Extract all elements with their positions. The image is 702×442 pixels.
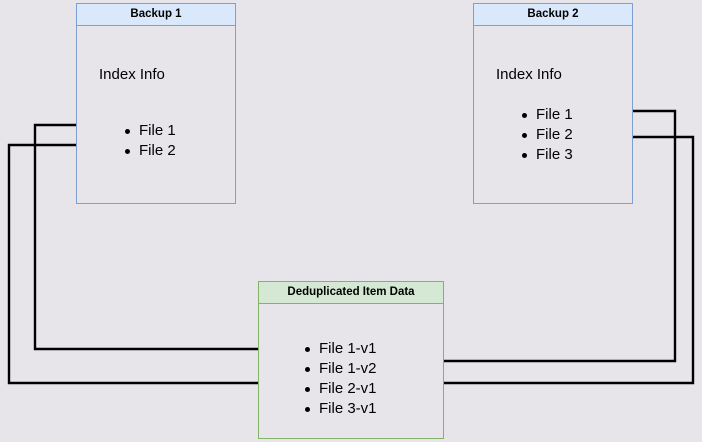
node-backup1[interactable]: Backup 1 Index Info File 1 File 2: [76, 3, 236, 204]
node-backup1-caption: Index Info: [99, 66, 165, 83]
list-item: File 2: [123, 141, 176, 161]
node-backup1-body: Index Info File 1 File 2: [77, 26, 235, 203]
list-item: File 1: [123, 121, 176, 141]
node-dedup-header: Deduplicated Item Data: [259, 282, 443, 304]
list-item: File 1-v2: [303, 359, 377, 379]
node-deduplicated-item-data[interactable]: Deduplicated Item Data File 1-v1 File 1-…: [258, 281, 444, 439]
node-backup2[interactable]: Backup 2 Index Info File 1 File 2 File 3: [473, 3, 633, 204]
node-dedup-file-list: File 1-v1 File 1-v2 File 2-v1 File 3-v1: [303, 339, 377, 419]
node-backup2-body: Index Info File 1 File 2 File 3: [474, 26, 632, 203]
list-item: File 3: [520, 145, 573, 165]
list-item: File 2: [520, 125, 573, 145]
list-item: File 2-v1: [303, 379, 377, 399]
node-backup1-file-list: File 1 File 2: [123, 121, 176, 161]
node-backup2-caption: Index Info: [496, 66, 562, 83]
node-backup2-file-list: File 1 File 2 File 3: [520, 105, 573, 165]
node-dedup-body: File 1-v1 File 1-v2 File 2-v1 File 3-v1: [259, 304, 443, 438]
node-backup2-header: Backup 2: [474, 4, 632, 26]
list-item: File 1-v1: [303, 339, 377, 359]
list-item: File 3-v1: [303, 399, 377, 419]
node-backup1-header: Backup 1: [77, 4, 235, 26]
list-item: File 1: [520, 105, 573, 125]
